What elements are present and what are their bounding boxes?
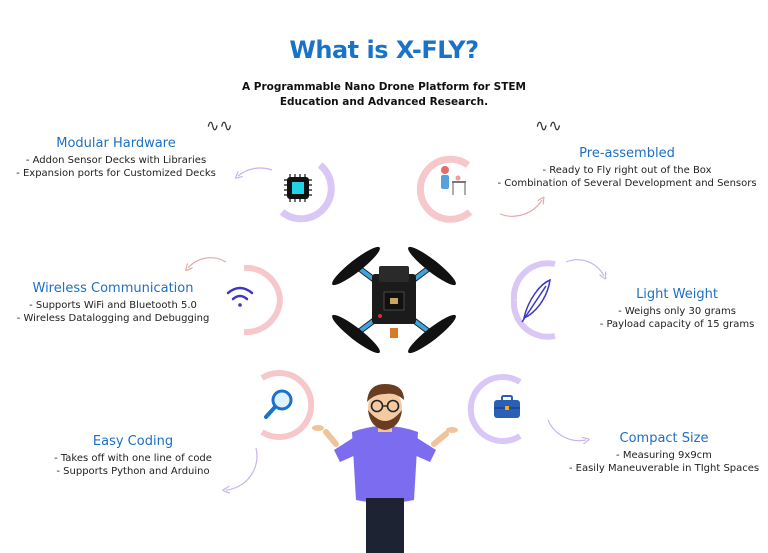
- feature-line: - Easily Maneuverable in TIght Spaces: [568, 463, 760, 474]
- feature-light-weight: Light Weight - Weighs only 30 grams - Pa…: [586, 287, 768, 331]
- subtitle-line-2: Education and Advanced Research.: [279, 96, 489, 108]
- feature-line: - Wireless Datalogging and Debugging: [16, 313, 210, 324]
- squiggle-decoration-left: ∿∿: [206, 116, 233, 135]
- arrow-decoration: [547, 419, 586, 441]
- arc-decoration: [416, 155, 473, 223]
- briefcase-icon: [494, 395, 520, 418]
- feature-line: - Takes off with one line of code: [54, 453, 212, 464]
- feature-title: Wireless Communication: [32, 281, 194, 296]
- feature-line: - Combination of Several Development and…: [497, 178, 757, 189]
- wifi-icon: [226, 286, 254, 307]
- feature-line: - Expansion ports for Customized Decks: [16, 168, 216, 179]
- drone-image: [332, 246, 456, 354]
- feature-compact-size: Compact Size - Measuring 9x9cm - Easily …: [560, 431, 768, 475]
- teaching-icon: [441, 166, 466, 195]
- easy-coding-graphic: [226, 370, 315, 490]
- page-subtitle: A Programmable Nano Drone Platform for S…: [0, 80, 768, 110]
- arrow-decoration: [499, 200, 542, 217]
- feature-line: - Supports WiFi and Bluetooth 5.0: [29, 300, 197, 311]
- character-illustration: [312, 384, 458, 553]
- feature-wireless-communication: Wireless Communication - Supports WiFi a…: [0, 281, 226, 325]
- page-title: What is X-FLY?: [289, 36, 479, 64]
- feature-line: - Weighs only 30 grams: [618, 306, 736, 317]
- feature-title: Pre-assembled: [579, 146, 675, 161]
- light-weight-graphic: [510, 259, 604, 340]
- feature-line: - Addon Sensor Decks with Libraries: [25, 155, 207, 166]
- feature-title: Easy Coding: [92, 434, 174, 449]
- arc-decoration: [279, 162, 335, 223]
- compact-size-graphic: [467, 374, 586, 444]
- feature-easy-coding: Easy Coding - Takes off with one line of…: [30, 434, 236, 478]
- wireless-graphic: [188, 257, 283, 336]
- pre-assembled-graphic: [416, 155, 542, 223]
- feather-icon: [521, 278, 551, 323]
- feature-title: Compact Size: [619, 431, 709, 446]
- arrow-decoration: [188, 257, 227, 268]
- feature-title: Light Weight: [636, 287, 718, 302]
- arrow-decoration: [238, 167, 273, 176]
- arc-decoration: [260, 370, 315, 440]
- subtitle-line-1: A Programmable Nano Drone Platform for S…: [241, 81, 526, 93]
- arc-decoration: [467, 374, 522, 444]
- arc-decoration: [510, 260, 556, 301]
- arrow-decoration: [226, 447, 258, 490]
- modular-hardware-graphic: [238, 162, 335, 223]
- magnifier-icon: [264, 389, 293, 419]
- feature-line: - Measuring 9x9cm: [616, 450, 712, 461]
- feature-pre-assembled: Pre-assembled - Ready to Fly right out o…: [486, 146, 768, 190]
- feature-line: - Supports Python and Arduino: [56, 466, 210, 477]
- arrow-decoration: [565, 259, 604, 276]
- arc-decoration: [243, 264, 283, 301]
- chip-icon: [284, 174, 312, 202]
- feature-title: Modular Hardware: [56, 136, 176, 151]
- feature-line: - Ready to Fly right out of the Box: [542, 165, 712, 176]
- feature-modular-hardware: Modular Hardware - Addon Sensor Decks wi…: [0, 136, 232, 180]
- feature-line: - Payload capacity of 15 grams: [599, 319, 755, 330]
- squiggle-decoration-right: ∿∿: [535, 116, 562, 135]
